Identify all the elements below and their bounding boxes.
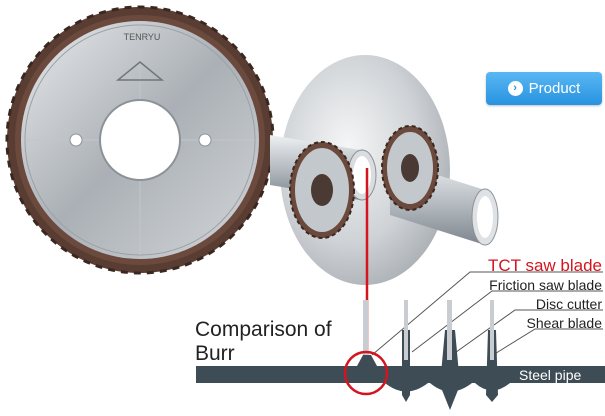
saw-blade-small-right [381, 125, 439, 211]
steel-pipe-bar [196, 366, 605, 383]
label-friction-saw-blade: Friction saw blade [489, 277, 602, 293]
saw-brand: TENRYU [124, 32, 161, 42]
product-button[interactable]: › Product [486, 72, 602, 105]
product-button-label: Product [528, 80, 581, 97]
chevron-right-icon: › [507, 81, 523, 96]
tct-saw-blade-image: TENRYU [5, 5, 275, 275]
label-shear-blade: Shear blade [526, 315, 602, 331]
comparison-heading-line1: Comparison of [195, 318, 332, 341]
tct-burr-highlight [343, 350, 389, 396]
burr-bumps [385, 383, 510, 392]
label-tct-saw-blade: TCT saw blade [487, 256, 602, 275]
label-steel-pipe: Steel pipe [519, 367, 582, 383]
comparison-heading: Comparison of Burr [195, 318, 332, 366]
comparison-heading-line2: Burr [195, 342, 235, 365]
label-disc-cutter: Disc cutter [535, 296, 602, 312]
saw-blade-small-left [289, 141, 355, 239]
pipe-stems [363, 300, 494, 360]
